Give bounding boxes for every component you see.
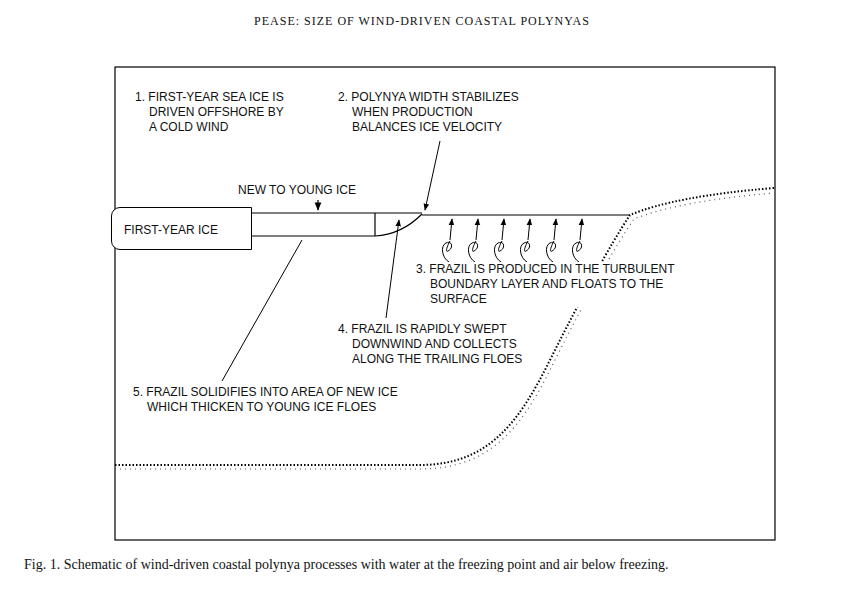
node-texts: FIRST-YEAR ICE — [124, 220, 218, 238]
seabed-shore — [115, 188, 774, 465]
water-surface — [422, 214, 630, 215]
ice-bottom — [252, 214, 422, 236]
figure-caption: Fig. 1. Schematic of wind-driven coastal… — [24, 556, 669, 573]
running-header: PEASE: SIZE OF WIND-DRIVEN COASTAL POLYN… — [0, 14, 844, 29]
callout-text: 4. FRAZIL IS RAPIDLY SWEPT DOWNWIND AND … — [336, 322, 538, 367]
frazil-crystal — [520, 241, 529, 262]
rising-arrow — [528, 219, 530, 240]
callout-text: 2. POLYNYA WIDTH STABILIZES WHEN PRODUCT… — [336, 90, 530, 135]
rising-arrow — [580, 219, 582, 240]
rising-arrow — [502, 219, 504, 240]
rising-arrow — [476, 219, 478, 240]
frame — [115, 67, 775, 540]
leader-line — [222, 240, 302, 381]
frazil-curl — [520, 219, 530, 262]
frazil-crystal — [572, 241, 581, 262]
frazil-crystal — [468, 241, 477, 262]
seabed-stipple — [115, 193, 774, 469]
leader-line — [386, 220, 399, 318]
frazil-crystal — [442, 241, 451, 262]
rising-arrow — [554, 219, 556, 240]
frazil-curl — [468, 219, 478, 262]
frazil-curl — [572, 219, 582, 262]
ice-top — [252, 212, 422, 213]
ice-label: NEW TO YOUNG ICE — [236, 183, 358, 198]
callout-text: 3. FRAZIL IS PRODUCED IN THE TURBULENT B… — [414, 262, 718, 307]
ice-floe: FIRST-YEAR ICE — [111, 207, 252, 250]
leader-line — [425, 141, 440, 210]
frazil-curl — [494, 219, 504, 262]
callout-text: 5. FRAZIL SOLIDIFIES INTO AREA OF NEW IC… — [131, 385, 437, 415]
leader-arrow — [317, 200, 318, 210]
callout-text: 1. FIRST-YEAR SEA ICE IS DRIVEN OFFSHORE… — [133, 90, 290, 135]
frazil-crystal — [546, 241, 555, 262]
frazil-curl — [442, 219, 452, 262]
rising-arrow — [450, 219, 452, 240]
frazil-curl — [546, 219, 556, 262]
frazil-crystal — [494, 241, 503, 262]
frazil-group — [442, 219, 582, 262]
node-label: FIRST-YEAR ICE — [124, 223, 218, 238]
ice-division — [374, 213, 375, 236]
